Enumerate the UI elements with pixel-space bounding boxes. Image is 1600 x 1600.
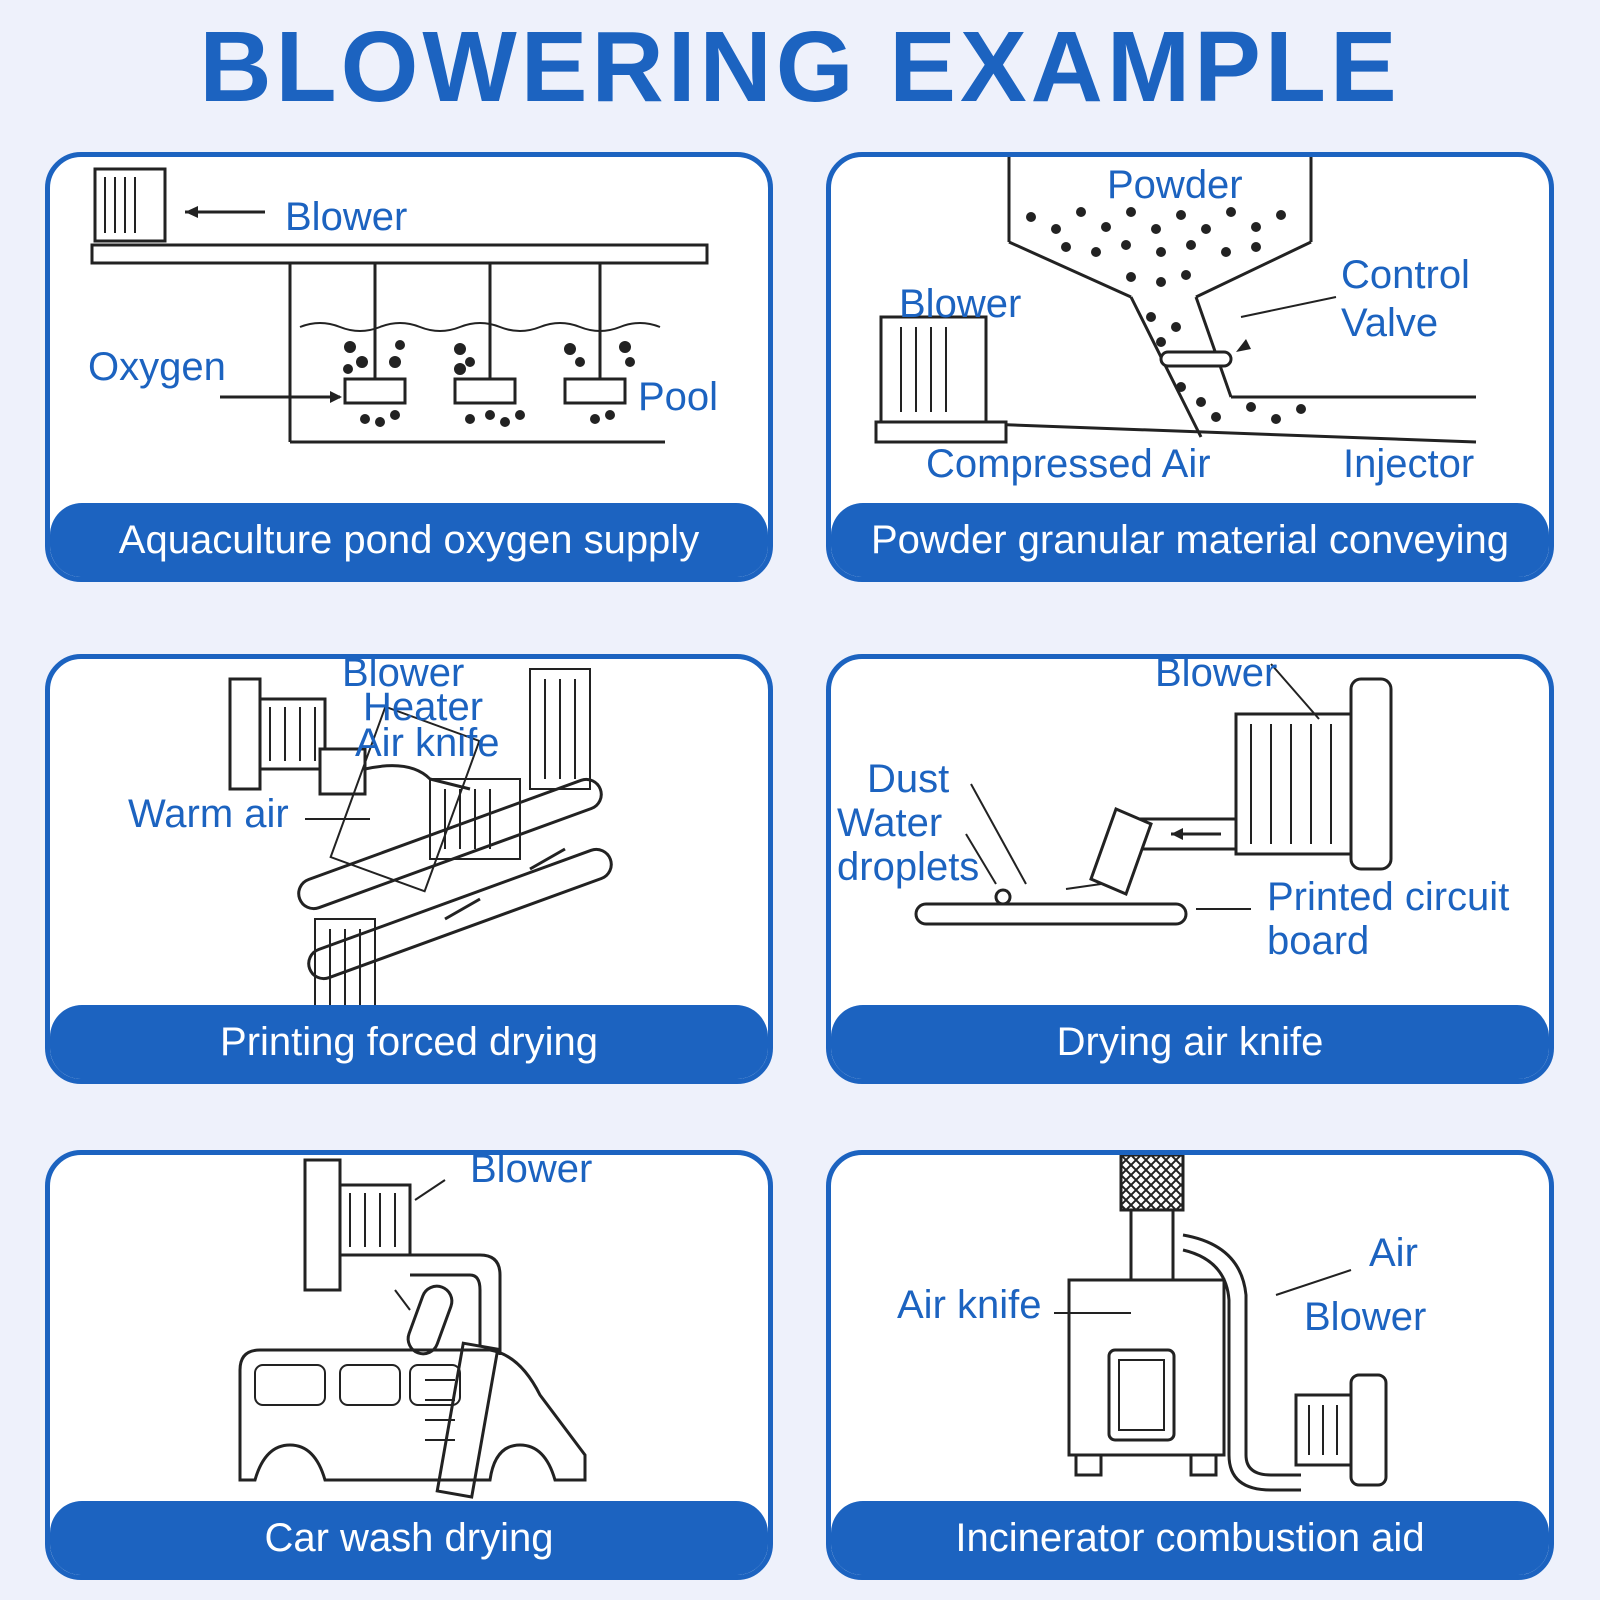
air-knife-diagram	[914, 663, 1393, 926]
caption-incinerator: Incinerator combustion aid	[831, 1501, 1549, 1575]
label-blower: Blower	[470, 1150, 593, 1191]
label-blower: Blower	[1304, 1295, 1427, 1339]
label-powder: Powder	[1107, 163, 1243, 207]
label-blower: Blower	[285, 195, 408, 239]
caption-printing: Printing forced drying	[50, 1005, 768, 1079]
label-valve: Valve	[1341, 301, 1439, 345]
label-pcb-line1: Printed circuit	[1267, 875, 1510, 919]
label-water: Water	[837, 801, 943, 845]
panel-aquaculture: Blower Oxygen Pool Aquaculture pond oxyg…	[45, 152, 773, 582]
panel-incinerator: Air knife Air Blower Incinerator combust…	[826, 1150, 1554, 1580]
label-warm-air: Warm air	[128, 792, 289, 836]
label-blower: Blower	[342, 654, 465, 695]
label-heater: Heater	[363, 685, 484, 729]
car-wash-diagram	[238, 1158, 587, 1499]
label-air-knife: Air knife	[355, 721, 500, 765]
aquaculture-diagram	[90, 167, 709, 444]
label-blower: Blower	[1155, 654, 1278, 695]
page-title: BLOWERING EXAMPLE	[199, 11, 1401, 123]
label-blower: Blower	[899, 282, 1022, 326]
label-pcb-line2: board	[1267, 919, 1370, 963]
printing-diagram	[228, 668, 613, 1040]
label-dust: Dust	[867, 757, 950, 801]
caption-car-wash: Car wash drying	[50, 1501, 768, 1575]
caption-powder: Powder granular material conveying	[831, 503, 1549, 577]
label-oxygen: Oxygen	[88, 345, 226, 389]
caption-aquaculture: Aquaculture pond oxygen supply	[50, 503, 768, 577]
label-compressed-air: Compressed Air	[926, 442, 1211, 486]
panel-printing: Blower Heater Air knife Warm air Printin…	[45, 654, 773, 1084]
powder-diagram	[874, 157, 1477, 444]
incinerator-diagram	[1054, 1155, 1388, 1492]
label-air: Air	[1369, 1231, 1418, 1275]
panel-powder: Powder Blower Control Valve Compressed A…	[826, 152, 1554, 582]
label-control: Control	[1341, 253, 1470, 297]
caption-air-knife: Drying air knife	[831, 1005, 1549, 1079]
label-injector: Injector	[1343, 442, 1475, 486]
label-air-knife: Air knife	[897, 1283, 1042, 1327]
panel-car-wash: Blower Car wash drying	[45, 1150, 773, 1580]
label-pool: Pool	[638, 375, 719, 419]
label-droplets: droplets	[837, 845, 980, 889]
panel-air-knife: Blower Dust Water droplets Printed circu…	[826, 654, 1554, 1084]
